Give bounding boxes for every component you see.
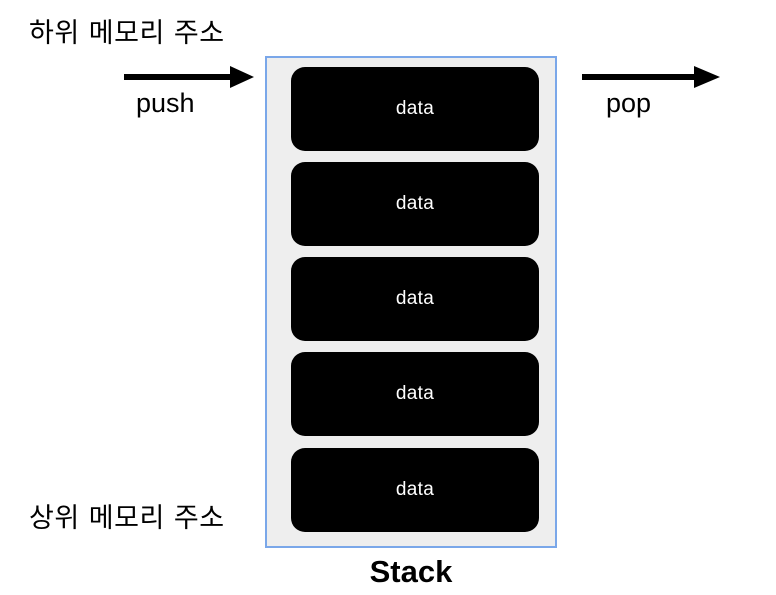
push-label: push [136, 88, 195, 118]
stack-caption: Stack [369, 554, 453, 589]
stack-cell-list: data data data data data [291, 67, 539, 542]
pop-arrow [580, 62, 722, 92]
low-memory-address-label: 하위 메모리 주소 [29, 18, 225, 49]
stack-container: data data data data data [265, 56, 557, 548]
stack-cell: data [291, 257, 539, 341]
push-arrow-icon [124, 66, 254, 88]
stack-cell-label: data [395, 193, 435, 214]
pop-label: pop [606, 88, 652, 118]
stack-cell-label: data [395, 98, 435, 119]
high-memory-address-label: 상위 메모리 주소 [29, 503, 225, 534]
stack-cell: data [291, 352, 539, 436]
stack-cell-label: data [395, 383, 435, 404]
stack-cell-label: data [395, 288, 435, 309]
push-arrow [122, 62, 256, 92]
pop-arrow-icon [582, 66, 720, 88]
stack-cell: data [291, 162, 539, 246]
stack-cell: data [291, 67, 539, 151]
stack-cell: data [291, 448, 539, 532]
stack-cell-label: data [395, 479, 435, 500]
